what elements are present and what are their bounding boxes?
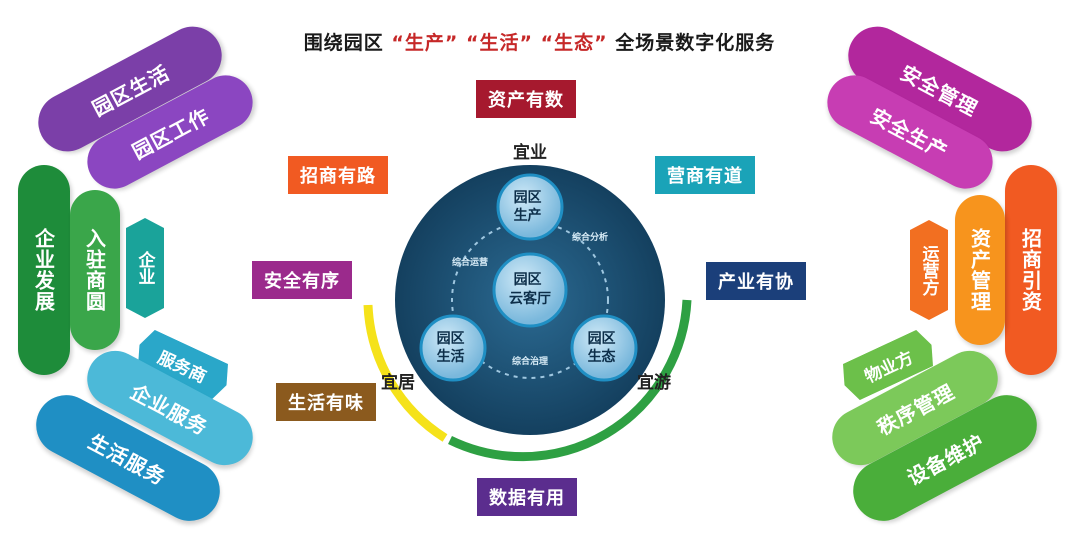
title-production: “生产” (391, 32, 459, 54)
bubble-ecology (570, 314, 638, 382)
label-ops-b: 综合分析 (572, 231, 608, 243)
svg-text:园区 生产 园区 生活 园区: 园区 生产 园区 生活 园区 生态 园区 云客厅 (437, 190, 621, 365)
pill-settle-park: 入驻商圆 (70, 190, 120, 350)
bubble-production (496, 173, 564, 241)
page-title: 围绕园区 “生产” “生活” “生态” 全场景数字化服务 (0, 28, 1079, 55)
box-life-taste: 生活有味 (276, 383, 376, 421)
hub-line2: 云客厅 (509, 290, 551, 307)
arc-yellow (363, 304, 448, 442)
label-ops-a: 综合运营 (452, 256, 488, 268)
title-ecology: “生态” (540, 32, 608, 54)
pill-asset-management: 资产管理 (955, 195, 1005, 345)
svg-text:综合分析: 综合分析 (572, 231, 608, 243)
pill-investment-attraction: 招商引资 (1005, 165, 1057, 375)
label-yiju: 宜居 (381, 373, 415, 393)
life-line1: 园区 (437, 331, 465, 347)
box-industry-coop: 产业有协 (706, 262, 806, 300)
bubble-life (419, 314, 487, 382)
center-diagram: 园区 生产 园区 生活 园区 生态 园区 云客厅 综合运营 综合分析 综合治理 (363, 165, 692, 462)
hex-operator: 运营方 (910, 220, 948, 320)
eco-line1: 园区 (588, 331, 616, 347)
box-asset-count: 资产有数 (476, 80, 576, 118)
eco-line2: 生态 (588, 348, 616, 365)
title-suffix: 全场景数字化服务 (615, 32, 776, 54)
box-business-way: 营商有道 (655, 156, 755, 194)
prod-line2: 生产 (514, 207, 542, 224)
box-investment-path: 招商有路 (288, 156, 388, 194)
hex-enterprise: 企业 (126, 218, 164, 318)
box-data-use: 数据有用 (477, 478, 577, 516)
prod-line1: 园区 (514, 190, 542, 206)
label-ops-c: 综合治理 (512, 355, 548, 367)
arc-green (448, 299, 692, 462)
title-prefix: 围绕园区 (303, 32, 384, 54)
label-yiyou: 宜游 (637, 373, 671, 393)
svg-text:综合运营: 综合运营 (452, 256, 488, 268)
svg-text:综合治理: 综合治理 (512, 355, 548, 367)
life-line2: 生活 (437, 348, 465, 365)
hub-line1: 园区 (514, 272, 542, 288)
bubble-hub (492, 252, 568, 328)
label-yiye: 宜业 (513, 143, 547, 163)
title-life: “生活” (466, 32, 533, 54)
pill-enterprise-development: 企业发展 (18, 165, 70, 375)
box-safety-order: 安全有序 (252, 261, 352, 299)
